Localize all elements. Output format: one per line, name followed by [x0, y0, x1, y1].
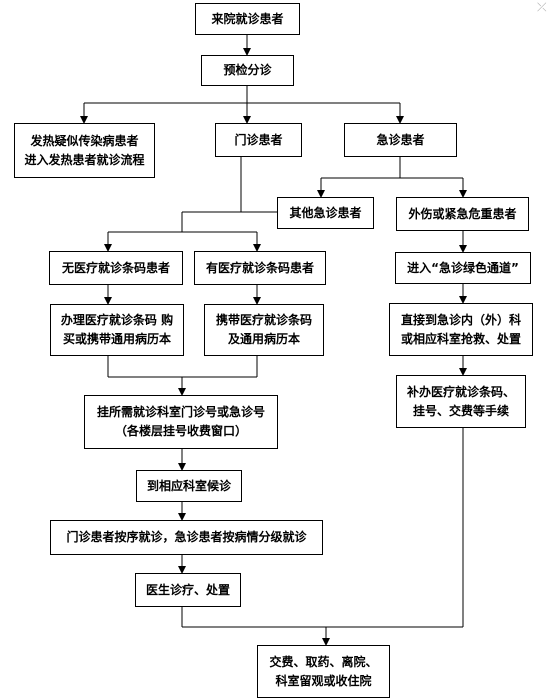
node-has-barcode: 有医疗就诊条码患者: [194, 251, 326, 285]
node-emergency: 急诊患者: [344, 123, 457, 157]
close-icon[interactable]: ⤫: [537, 0, 547, 14]
node-no-barcode: 无医疗就诊条码患者: [49, 251, 183, 285]
node-supplement: 补办医疗就诊条码、 挂号、交费等手续: [396, 375, 526, 428]
node-final: 交费、取药、离院、 科室留观或收住院: [257, 645, 390, 698]
node-fever: 发热疑似传染病患者 进入发热患者就诊流程: [14, 123, 155, 178]
node-direct-rescue: 直接到急诊内（外）科 或相应科室抢救、处置: [389, 303, 533, 356]
node-register: 挂所需就诊科室门诊号或急诊号 （各楼层挂号收费窗口）: [84, 395, 278, 449]
node-order: 门诊患者按序就诊，急诊患者按病情分级就诊: [50, 520, 323, 555]
node-outpatient: 门诊患者: [215, 123, 302, 157]
node-wait: 到相应科室候诊: [136, 470, 242, 502]
node-other-emergency: 其他急诊患者: [277, 197, 374, 229]
node-green-channel: 进入“急诊绿色通道”: [395, 252, 531, 284]
node-bring-record: 携带医疗就诊条码 及通用病历本: [204, 304, 324, 356]
node-arrive: 来院就诊患者: [195, 3, 300, 35]
node-buy-record: 办理医疗就诊条码 购 买或携带通用病历本: [50, 304, 184, 356]
node-trauma: 外伤或紧急危重患者: [396, 197, 529, 231]
node-triage: 预检分诊: [201, 55, 294, 86]
node-diagnose: 医生诊疗、处置: [135, 573, 241, 607]
